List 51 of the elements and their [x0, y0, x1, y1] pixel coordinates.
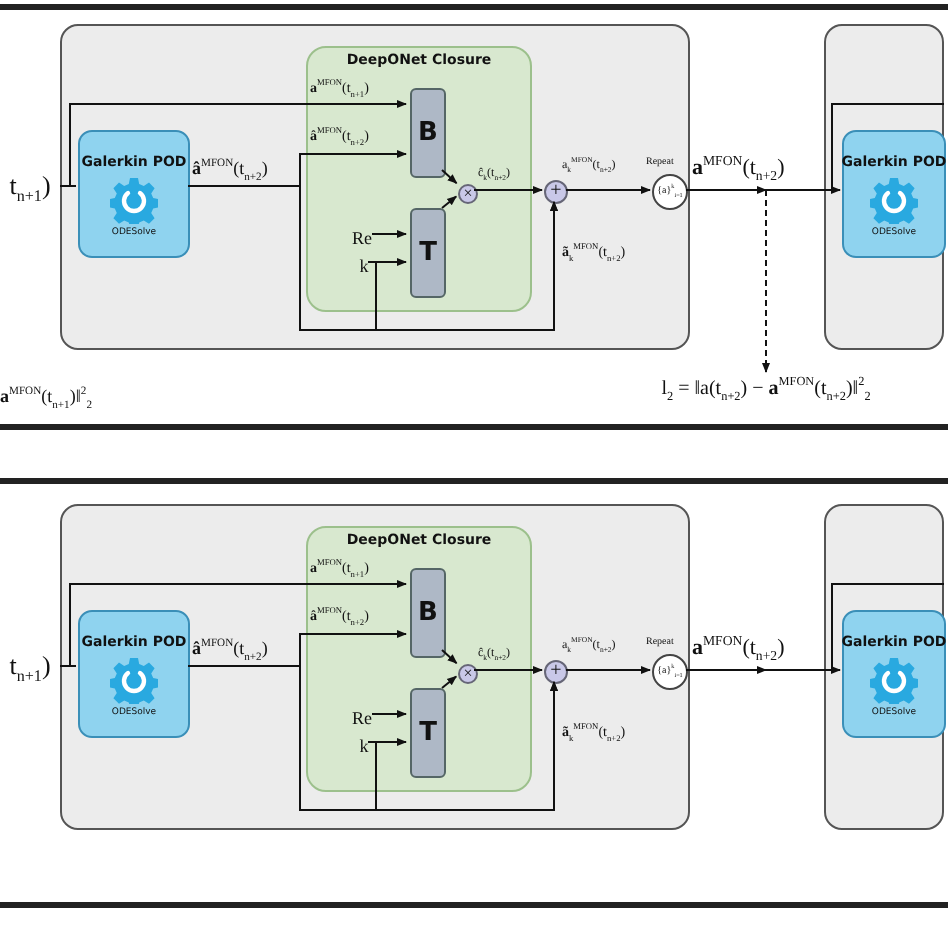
arrow [473, 186, 543, 194]
solver-box [78, 610, 190, 738]
input-symbol: k [359, 737, 369, 755]
network-block [410, 208, 446, 298]
formula-label: â$^{MFON}$(t$_{n+2}$) [192, 160, 268, 178]
arrow [441, 649, 458, 665]
solver-box [842, 610, 946, 738]
arrow [59, 580, 407, 667]
node-label: T [419, 720, 437, 746]
panel-box [60, 24, 690, 350]
input-formula: t$_{n+1}$) [9, 651, 51, 677]
input-symbol: Re [352, 229, 372, 247]
network-block [410, 568, 446, 658]
closure-box [306, 46, 532, 312]
multiply-node [458, 664, 478, 684]
formula-label: â$^{MFON}$(t$_{n+2}$) [192, 640, 268, 658]
sum-node [544, 180, 568, 204]
input-symbol: k [359, 257, 369, 275]
node-label: + [550, 182, 562, 202]
arrow [371, 230, 407, 238]
input-formula: t$_{n+1}$) [9, 171, 51, 197]
node-label: × [463, 666, 473, 682]
input-symbol: Re [352, 709, 372, 727]
network-block [410, 688, 446, 778]
edge-label: a$^{MFON}$(t$_{n+2}$) [692, 638, 785, 660]
sum-node [544, 660, 568, 684]
node-label: B [418, 600, 438, 626]
node-label: × [463, 186, 473, 202]
network-block [410, 88, 446, 178]
node-label: + [550, 662, 562, 682]
arrow [565, 666, 651, 674]
edge-label: a$^{MFON}$(t$_{n+2}$) [692, 158, 785, 180]
dashed-arrow [762, 189, 770, 373]
arrow [441, 675, 458, 689]
repeat-node [652, 654, 688, 690]
panel-box [824, 24, 944, 350]
multiply-node [458, 184, 478, 204]
arrow [59, 100, 407, 187]
arrow [565, 186, 651, 194]
solver-box [78, 130, 190, 258]
closure-box [306, 526, 532, 792]
arrow [371, 710, 407, 718]
panel-box [824, 504, 944, 830]
arrow [473, 666, 543, 674]
node-label: T [419, 240, 437, 266]
node-label: B [418, 120, 438, 146]
arrow [441, 169, 458, 185]
panel-box [60, 504, 690, 830]
repeat-node [652, 174, 688, 210]
arrow [441, 195, 458, 209]
solver-box [842, 130, 946, 258]
